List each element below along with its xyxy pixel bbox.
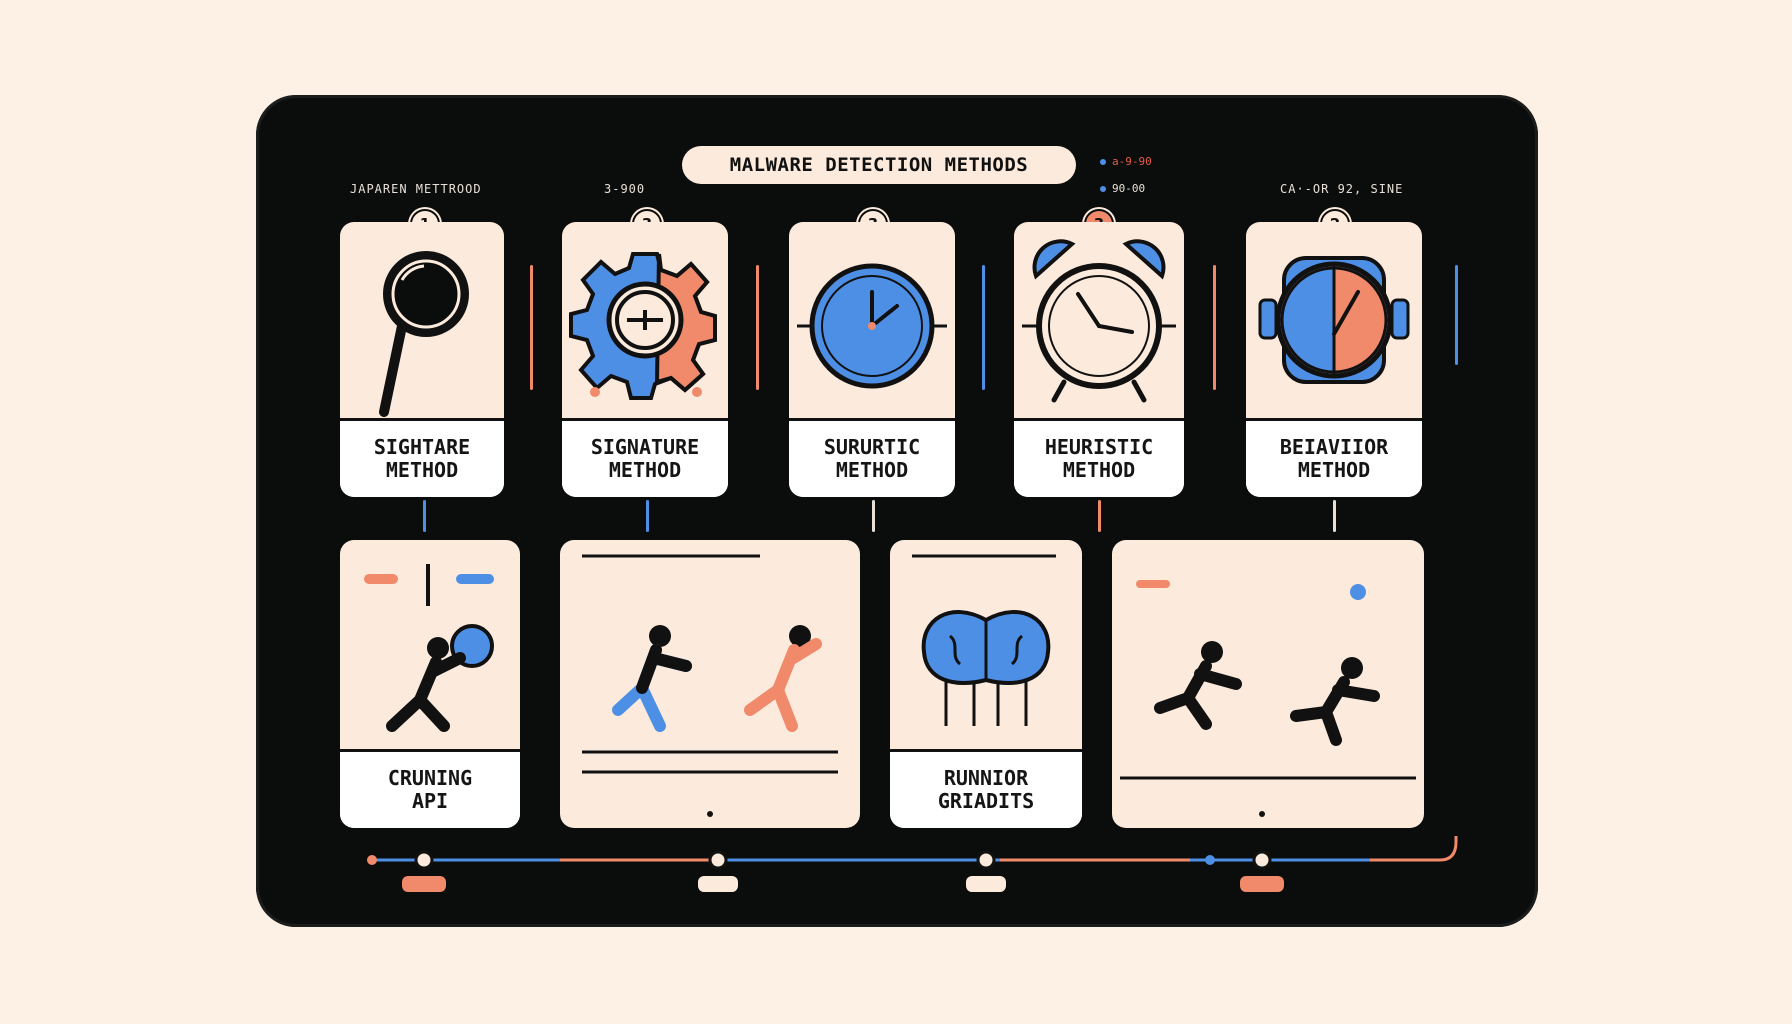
- runner-icon: [364, 564, 494, 732]
- timeline: [367, 836, 1458, 892]
- brain-icon: [912, 554, 1056, 726]
- connector-line: [756, 265, 759, 390]
- link-line: [1333, 500, 1336, 532]
- connector-line: [1213, 265, 1216, 390]
- connector-line: [530, 265, 533, 390]
- link-line: [872, 500, 875, 532]
- link-line: [1098, 500, 1101, 532]
- legend-item-1: a-9-90: [1100, 155, 1152, 168]
- diagram-title: MALWARE DETECTION METHODS: [682, 146, 1076, 184]
- gear-icon: [569, 252, 717, 400]
- link-line: [646, 500, 649, 532]
- legend-dot-icon: [1100, 185, 1106, 192]
- top-label-right: CA·-OR 92, SINE: [1280, 182, 1404, 196]
- legend-item-2: 90-00: [1100, 182, 1145, 195]
- stopwatch-icon: [1258, 256, 1410, 384]
- connector-line: [1455, 265, 1458, 365]
- runners-icon: [1120, 580, 1416, 817]
- connector-line: [982, 265, 985, 390]
- link-line: [423, 500, 426, 532]
- magnifier-icon: [379, 251, 469, 417]
- runners-icon: [582, 554, 838, 817]
- legend-dot-icon: [1100, 158, 1106, 165]
- top-label-mid: 3-900: [604, 182, 646, 196]
- card-runners-2[interactable]: [1112, 540, 1424, 828]
- clock-icon: [797, 263, 947, 389]
- top-label-left: JAPAREN METTROOD: [350, 182, 482, 196]
- card-runners-1[interactable]: [560, 540, 860, 828]
- alarm-clock-icon: [1022, 239, 1176, 403]
